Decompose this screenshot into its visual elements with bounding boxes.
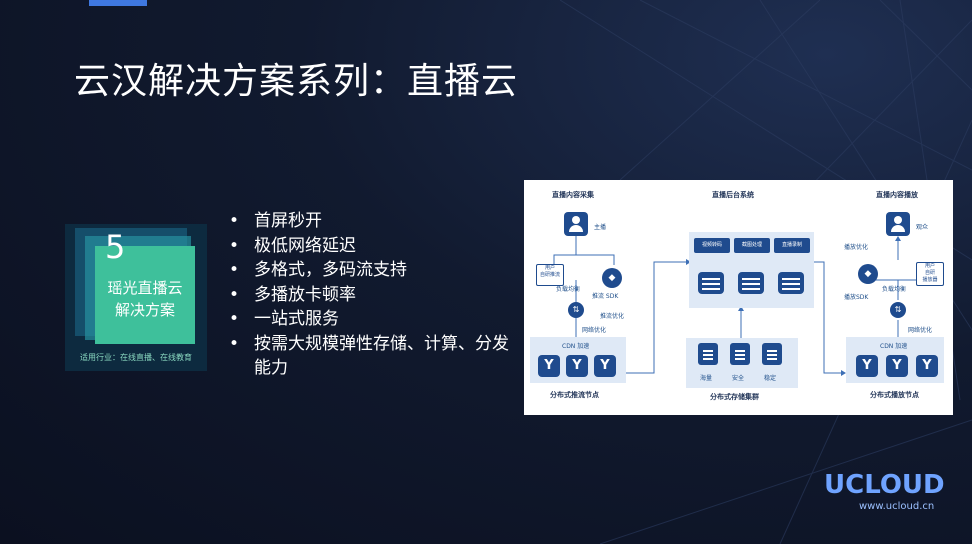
viewer-user-icon	[886, 212, 910, 236]
cdn-node-icon: Y	[566, 355, 588, 377]
android-icon: ◆	[858, 264, 878, 284]
play-nodes-label: 分布式播放节点	[870, 391, 919, 399]
feature-item: 一站式服务	[229, 307, 524, 332]
cdn-node-icon: Y	[916, 355, 938, 377]
user-push-box: 用户 自研推流	[536, 264, 564, 286]
user-player-box: 用户 自研 播放器	[916, 262, 944, 286]
badge-name: 瑶光直播云 解决方案	[95, 277, 195, 321]
feature-item: 按需大规模弹性存储、计算、分发能力	[229, 332, 524, 381]
feature-item: 极低网络延迟	[229, 234, 524, 259]
badge-industry: 适用行业：在线直播、在线教育	[80, 353, 192, 362]
android-icon: ◆	[602, 268, 622, 288]
push-sdk-label: 推流 SDK	[592, 293, 619, 300]
anchor-label: 主播	[594, 224, 607, 231]
cdn-node-icon: Y	[856, 355, 878, 377]
push-opt-label: 推流优化	[600, 313, 625, 320]
cdn2-label: CDN 加速	[880, 343, 908, 350]
ucloud-logo: UCLOUD	[824, 470, 945, 500]
badge-name-line1: 瑶光直播云	[107, 279, 183, 297]
server-icon	[698, 272, 724, 294]
document-icon	[698, 343, 718, 365]
storage-cluster-label: 分布式存储集群	[710, 393, 759, 401]
lb2-icon: ⇅	[890, 302, 906, 318]
ucloud-url: www.ucloud.cn	[859, 501, 935, 512]
lb1-icon: ⇅	[568, 302, 584, 318]
play-sdk-label: 播放SDK	[844, 294, 869, 301]
play-opt-label: 播放优化	[844, 244, 869, 251]
architecture-diagram: 直播内容采集 直播后台系统 直播内容播放 主播 用户 自研推流 ◆ 推流 SDK…	[524, 180, 953, 415]
cdn-node-icon: Y	[538, 355, 560, 377]
storage-label-2: 安全	[732, 375, 745, 382]
server-icon	[778, 272, 804, 294]
feature-item: 多播放卡顿率	[229, 283, 524, 308]
document-icon	[762, 343, 782, 365]
badge-layer-front	[95, 246, 195, 344]
net-opt1-label: 网络优化	[582, 327, 607, 334]
lb2-label: 负载均衡	[882, 286, 907, 293]
viewer-label: 观众	[916, 224, 929, 231]
cdn1-label: CDN 加速	[562, 343, 590, 350]
feature-item: 多格式，多码流支持	[229, 258, 524, 283]
badge-name-line2: 解决方案	[114, 301, 175, 319]
server-icon	[738, 272, 764, 294]
diagram-connectors	[553, 236, 925, 376]
col2-title: 直播后台系统	[712, 191, 754, 199]
feature-item: 首屏秒开	[229, 209, 524, 234]
cdn-node-icon: Y	[886, 355, 908, 377]
storage-label-3: 稳定	[764, 375, 777, 382]
anchor-user-icon	[564, 212, 588, 236]
lb1-label: 负载均衡	[556, 286, 581, 293]
page-title: 云汉解决方案系列：直播云	[74, 61, 519, 102]
transcode-chip: 视频转码	[694, 238, 730, 253]
cdn-node-icon: Y	[594, 355, 616, 377]
net-opt2-label: 网络优化	[908, 327, 933, 334]
top-accent-bar	[89, 0, 147, 6]
record-chip: 直播录制	[774, 238, 810, 253]
storage-label-1: 海量	[700, 375, 713, 382]
badge-number: 5	[105, 228, 126, 266]
feature-list: 首屏秒开 极低网络延迟 多格式，多码流支持 多播放卡顿率 一站式服务 按需大规模…	[229, 209, 524, 381]
solution-badge: 5 瑶光直播云 解决方案 适用行业：在线直播、在线教育	[65, 224, 207, 371]
col1-title: 直播内容采集	[552, 191, 594, 199]
screenshot-chip: 截图处理	[734, 238, 770, 253]
push-nodes-label: 分布式推流节点	[550, 391, 599, 399]
col3-title: 直播内容播放	[876, 191, 918, 199]
document-icon	[730, 343, 750, 365]
